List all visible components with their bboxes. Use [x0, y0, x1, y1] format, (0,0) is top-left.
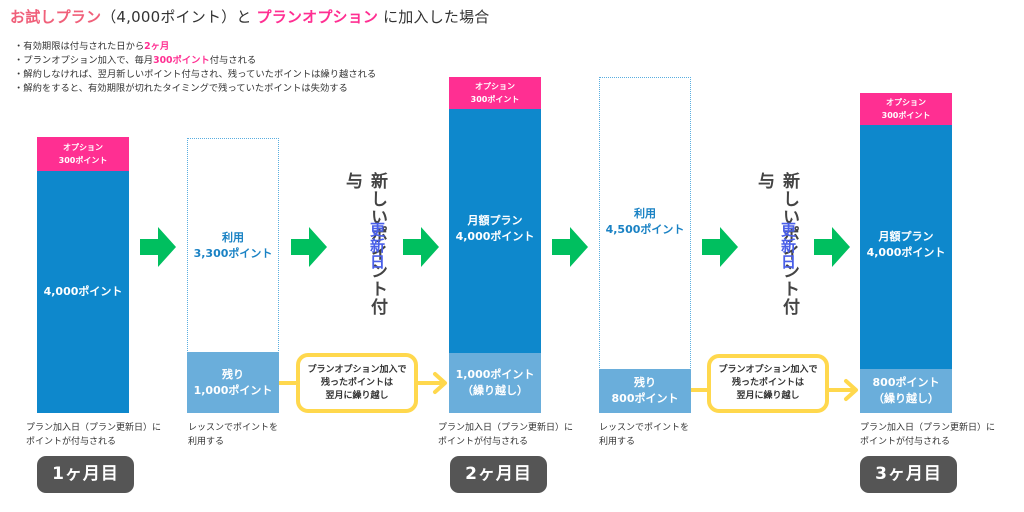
note-line: 翌月に繰り越し	[325, 390, 389, 401]
arrow-right-icon	[814, 227, 850, 267]
caption-line: プラン加入日（プラン更新日）に	[860, 423, 996, 433]
carried-label: （繰り越し）	[462, 384, 528, 397]
rule-item: ・有効期限は付与された日から2ヶ月	[14, 40, 376, 54]
rule-text: ・解約しなければ、翌月新しいポイント付与され、残っていたポイントは繰り越される	[14, 69, 377, 80]
page-title: お試しプラン（4,000ポイント）と プランオプション に加入した場合	[10, 6, 490, 27]
remaining-label: 残り	[222, 367, 244, 381]
rule-item: ・解約をすると、有効期限が切れたタイミングで残っていたポイントは失効する	[14, 82, 376, 96]
renewal-text: 新しいポイント付与	[754, 172, 799, 316]
caption-line: レッスンでポイントを	[599, 423, 690, 433]
remaining-points: 1,000ポイント	[193, 383, 273, 397]
used-points: 3,300ポイント	[193, 246, 273, 260]
plan-points: 4,000ポイント	[866, 246, 946, 259]
carry-over-note: プランオプション加入で 残ったポイントは 翌月に繰り越し	[707, 354, 829, 413]
rule-item: ・プランオプション加入で、毎月300ポイント付与される	[14, 54, 376, 68]
note-line: 残ったポイントは	[320, 377, 393, 388]
rule-highlight: 2ヶ月	[144, 41, 170, 52]
plan-points: 4,000ポイント	[43, 285, 123, 298]
month-badge-3: 3ヶ月目	[860, 456, 957, 493]
carried-points: 800ポイント	[872, 376, 940, 389]
rule-text: 付与される	[209, 55, 257, 66]
caption-line: プラン加入日（プラン更新日）に	[438, 423, 574, 433]
stage5-caption: プラン加入日（プラン更新日）に ポイントが付与される	[860, 421, 995, 449]
option-points-block: オプション 300ポイント	[37, 137, 129, 171]
rule-item: ・解約しなければ、翌月新しいポイント付与され、残っていたポイントは繰り越される	[14, 68, 376, 82]
caption-line: 利用する	[599, 437, 636, 447]
title-points: （4,000ポイント）と	[101, 8, 252, 26]
carry-line	[691, 388, 710, 392]
renewal-day-label: 更新日	[368, 222, 386, 270]
renewal-text: 新しいポイント付与	[342, 172, 387, 316]
used-label: 利用	[634, 207, 656, 220]
option-points: 300ポイント	[58, 156, 108, 165]
used-points: 4,500ポイント	[605, 223, 685, 236]
carried-points: 1,000ポイント	[455, 368, 535, 381]
option-points: 300ポイント	[881, 111, 931, 120]
title-plan-option: プランオプション	[256, 8, 379, 26]
rules-list: ・有効期限は付与された日から2ヶ月 ・プランオプション加入で、毎月300ポイント…	[14, 40, 376, 96]
caption-line: レッスンでポイントを	[188, 423, 279, 433]
monthly-plan-block: 月額プラン 4,000ポイント	[860, 125, 952, 369]
stage4-caption: レッスンでポイントを 利用する	[599, 421, 689, 449]
note-line: 翌月に繰り越し	[736, 391, 800, 401]
carry-line	[279, 381, 299, 385]
arrow-right-icon	[403, 227, 439, 267]
carry-arrow-icon	[827, 379, 858, 401]
rule-text: ・有効期限は付与された日から	[14, 41, 145, 52]
plan-points-block: 4,000ポイント	[37, 171, 129, 413]
title-trial-plan: お試しプラン	[10, 8, 102, 26]
option-label: オプション	[886, 98, 926, 107]
carry-over-note: プランオプション加入で 残ったポイントは 翌月に繰り越し	[296, 353, 418, 413]
option-label: オプション	[63, 143, 103, 152]
rule-text: ・解約をすると、有効期限が切れたタイミングで残っていたポイントは失効する	[14, 83, 348, 94]
caption-line: ポイントが付与される	[860, 437, 951, 447]
used-label: 利用	[222, 230, 244, 244]
option-points-block: オプション 300ポイント	[449, 77, 541, 109]
arrow-right-icon	[291, 227, 327, 267]
caption-line: 利用する	[188, 437, 225, 447]
rule-text: ・プランオプション加入で、毎月	[14, 55, 154, 66]
month-badge-2: 2ヶ月目	[450, 456, 547, 493]
used-points-block: 利用 3,300ポイント	[187, 138, 279, 353]
caption-line: ポイントが付与される	[26, 437, 117, 447]
stage2-caption: レッスンでポイントを 利用する	[188, 421, 278, 449]
plan-label: 月額プラン	[878, 230, 934, 243]
remaining-points: 800ポイント	[611, 392, 679, 405]
plan-label: 月額プラン	[467, 214, 523, 227]
caption-line: ポイントが付与される	[438, 437, 529, 447]
title-suffix: に加入した場合	[383, 8, 490, 26]
caption-line: プラン加入日（プラン更新日）に	[26, 423, 162, 433]
carried-label: （繰り越し）	[873, 392, 939, 405]
arrow-right-icon	[552, 227, 588, 267]
remaining-points-block: 残り 800ポイント	[599, 369, 691, 413]
carried-points-block: 1,000ポイント （繰り越し）	[449, 353, 541, 413]
renewal-day-label: 更新日	[779, 222, 797, 270]
month-badge-1: 1ヶ月目	[37, 456, 134, 493]
option-points: 300ポイント	[470, 95, 520, 104]
note-line: 残ったポイントは	[731, 378, 804, 388]
option-points-block: オプション 300ポイント	[860, 93, 952, 125]
stage1-caption: プラン加入日（プラン更新日）に ポイントが付与される	[26, 421, 161, 449]
remaining-points-block: 残り 1,000ポイント	[187, 352, 279, 413]
monthly-plan-block: 月額プラン 4,000ポイント	[449, 109, 541, 353]
used-points-block: 利用 4,500ポイント	[599, 77, 691, 370]
plan-points: 4,000ポイント	[455, 230, 535, 243]
arrow-right-icon	[140, 227, 176, 267]
stage3-caption: プラン加入日（プラン更新日）に ポイントが付与される	[438, 421, 573, 449]
carried-points-block: 800ポイント （繰り越し）	[860, 369, 952, 413]
remaining-label: 残り	[634, 376, 656, 389]
carry-arrow-icon	[416, 372, 447, 394]
rule-highlight: 300ポイント	[153, 55, 210, 66]
arrow-right-icon	[702, 227, 738, 267]
option-label: オプション	[475, 82, 515, 91]
note-line: プランオプション加入で	[307, 364, 407, 375]
note-line: プランオプション加入で	[718, 365, 818, 375]
